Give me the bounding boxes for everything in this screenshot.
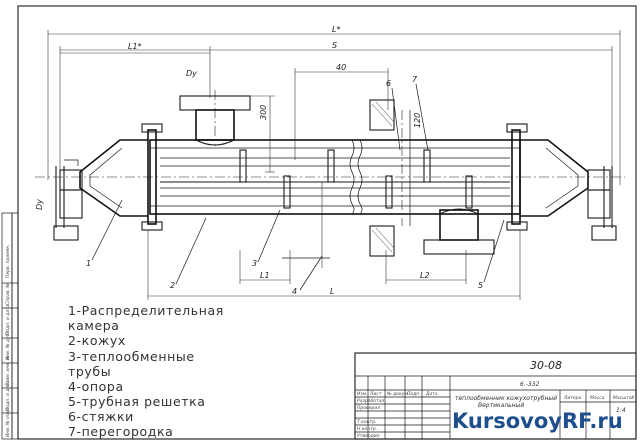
dim-length-a: L1*	[128, 42, 142, 51]
parts-legend: 1-Распределительная камера 2-кожух 3-теп…	[68, 303, 224, 439]
legend-line-2: камера	[68, 318, 120, 333]
legend-line-4: 3-теплообменные	[68, 349, 195, 364]
role-2: Проверил	[357, 405, 380, 411]
hdr-date: Дата	[425, 391, 438, 397]
callout-3: 3	[252, 259, 257, 268]
role-5: Утвердил	[357, 433, 380, 439]
hdr-podp: Подп.	[407, 391, 421, 397]
dim-l2: L2	[420, 271, 430, 280]
dim-lower: L	[330, 287, 334, 296]
legend-line-9: 7-перегородка	[68, 424, 173, 439]
hdr-izm: Изм.	[357, 391, 368, 397]
stamp-1: Перв. примен.	[5, 244, 11, 278]
stamp-2: Справ. №	[5, 283, 11, 305]
left-chamber: Dy	[35, 139, 148, 241]
right-chamber	[520, 139, 617, 241]
stamp-3: Подп. и дата	[5, 304, 11, 335]
dim-l1: L1	[260, 271, 270, 280]
lower-dimensions: L L1 L2	[147, 182, 521, 300]
scale-value: 1:4	[616, 407, 626, 414]
watermark: KursovoyRF.ru	[452, 409, 623, 433]
sub-code: 6.-332	[520, 381, 540, 388]
stamp-7: Инв. № подл.	[5, 406, 11, 437]
baffles	[239, 149, 473, 209]
legend-line-1: 1-Распределительная	[68, 303, 224, 318]
stamp-5: Взам. инв. №	[5, 355, 11, 386]
legend-line-7: 5-трубная решетка	[68, 394, 206, 409]
dim-inlet: Dy	[35, 199, 44, 210]
shell	[149, 139, 521, 215]
stamp-4: Инв. № дубл.	[5, 329, 11, 360]
top-nozzle	[179, 90, 251, 146]
callout-6: 6	[386, 79, 391, 88]
section-cut: 120	[369, 99, 422, 257]
height-dimension: 300	[250, 95, 275, 173]
dim-outlet: Dy	[186, 69, 197, 78]
dim-length-b: S	[332, 41, 337, 50]
legend-line-5: трубы	[68, 364, 111, 379]
callout-7: 7	[412, 75, 418, 84]
hdr-doc: № докум.	[386, 391, 409, 397]
role-3: Т.контр.	[357, 419, 377, 425]
stamp-6: Подп. и дата	[5, 380, 11, 411]
stage-label: Литера	[563, 395, 582, 401]
legend-line-3: 2-кожух	[68, 333, 126, 348]
role-1: Разработал	[357, 398, 384, 404]
tube-sheets	[141, 123, 528, 231]
dim-overall: L*	[332, 25, 340, 34]
hdr-list: Лист	[369, 391, 382, 397]
dim-h2: 120	[413, 113, 422, 128]
callout-4: 4	[292, 287, 297, 296]
dim-span: 40	[336, 63, 346, 72]
top-dimensions: L* L1* S 40 Dy	[47, 25, 621, 185]
doc-title-1: теплообменник кожухотрубный	[455, 395, 557, 402]
callout-2: 2	[170, 281, 175, 290]
callout-5: 5	[478, 281, 483, 290]
legend-line-8: 6-стяжки	[68, 409, 134, 424]
mass-label: Масса	[590, 395, 605, 401]
doc-code: 30-08	[530, 359, 562, 372]
legend-line-6: 4-опора	[68, 379, 124, 394]
callout-1: 1	[86, 259, 91, 268]
bottom-nozzle	[423, 208, 495, 255]
scale-label: Масштаб	[613, 395, 635, 401]
doc-title-2: Вертикальный	[478, 402, 524, 409]
side-stamp: Перв. примен. Справ. № Подп. и дата Инв.…	[1, 212, 19, 440]
role-4: Н.контр.	[357, 426, 377, 432]
callouts: 1 2 3 4 5 6 7	[86, 75, 505, 296]
title-block: 30-08 6.-332 теплообменник кожухотрубный…	[354, 352, 637, 440]
dim-height: 300	[259, 105, 268, 120]
